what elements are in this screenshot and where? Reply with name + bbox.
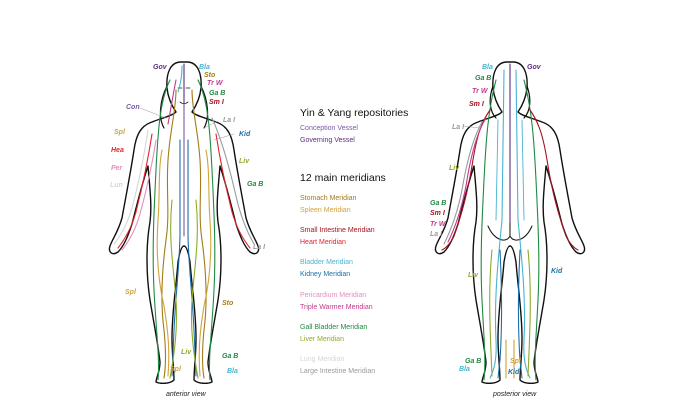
posterior-label-bla: Bla [482,64,493,71]
anterior-label-sto-2: Sto [222,300,234,307]
anterior-label-spl: Spl [114,129,125,136]
posterior-label-trw: Tr W [472,88,488,95]
anterior-large-intestine-line [211,117,255,245]
anterior-label-liv-2: Liv [181,349,192,356]
posterior-kidney-line [497,249,523,379]
legend-stomach-meridian: Stomach Meridian [300,195,357,202]
posterior-label-lai-2: La I [430,231,443,238]
anterior-label-spl-2: Spl [125,289,136,296]
anterior-label-spl-3: Spl [170,366,181,373]
legend-liver-meridian: Liver Meridian [300,336,344,343]
posterior-label-liv-2: Liv [468,272,479,279]
posterior-gallbladder-line [480,79,540,381]
anterior-label-bla-2: Bla [227,368,238,375]
posterior-liver-line [489,249,531,377]
posterior-body-outline [434,61,586,385]
anterior-label-lai: La I [223,117,236,124]
anterior-triple-warmer-line [167,79,177,125]
anterior-hair [159,85,209,129]
legend-governing-vessel: Governing Vessel [300,137,355,144]
legend-gall-bladder-meridian: Gall Bladder Meridian [300,324,368,331]
anterior-lung-line [113,129,149,245]
anterior-stomach-line [161,89,207,379]
anterior-kidney-line [171,139,197,377]
anterior-label-per: Per [111,165,123,172]
anterior-label-sto: Sto [204,72,216,79]
anterior-label-hea: Hea [111,147,124,154]
anterior-label-trw: Tr W [207,80,223,87]
legend-lung-meridian: Lung Meridian [300,356,345,363]
posterior-label-gab-3: Ga B [465,358,482,365]
anterior-label-gab: Ga B [209,90,226,97]
meridians-heading: 12 main meridians [300,172,386,184]
repositories-heading: Yin & Yang repositories [300,107,409,119]
posterior-label-gab-2: Ga B [430,200,447,207]
anterior-bladder-line [177,65,183,93]
posterior-triple-warmer-line [447,117,487,243]
anterior-gallbladder-line [152,79,216,381]
legend-small-intestine-meridian: Small Intestine Meridian [300,227,375,234]
posterior-bladder-outer-line [495,119,525,221]
legend-pericardium-meridian: Pericardium Meridian [300,292,367,299]
legend-triple-warmer-meridian: Triple Warmer Meridian [300,304,373,311]
posterior-label-gov: Gov [527,64,541,71]
anterior-pericardium-line [121,139,157,251]
posterior-label-smi: Sm I [469,101,484,108]
anterior-label-bla: Bla [199,64,210,71]
posterior-label-trw-2: Tr W [430,221,446,228]
legend-bladder-meridian: Bladder Meridian [300,259,353,266]
posterior-bladder-line [489,69,531,379]
posterior-label-liv: Liv [449,165,460,172]
anterior-heart-line [117,133,251,249]
legend-conception-vessel: Conception Vessel [300,125,358,132]
posterior-label-spl: Spl [510,358,521,365]
posterior-label-bla-2: Bla [459,366,470,373]
legend-spleen-meridian: Spleen Meridian [300,207,351,214]
anterior-label-gab-3: Ga B [222,353,239,360]
anterior-label-con: Con [126,104,140,111]
anterior-label-lai-2: La I [253,244,266,251]
posterior-label-kid: Kid [551,268,563,275]
anterior-spleen-line [156,149,212,377]
legend-large-intestine-meridian: Large Intestine Meridian [300,368,376,375]
posterior-spleen-line [505,339,515,379]
anterior-label-smi: Sm I [209,99,224,106]
anterior-label-liv: Liv [239,158,250,165]
anterior-label-lun: Lun [110,182,123,189]
posterior-label-gab: Ga B [475,75,492,82]
legend-heart-meridian: Heart Meridian [300,239,346,246]
anterior-label-gov: Gov [153,64,167,71]
legend-kidney-meridian: Kidney Meridian [300,271,351,278]
anterior-liver-line [169,199,199,379]
posterior-large-intestine-line [443,121,483,245]
posterior-view-caption: posterior view [493,391,537,398]
anterior-label-kid: Kid [239,131,251,138]
posterior-label-lai: La I [452,124,465,131]
posterior-label-kid-2: Kid [508,369,520,376]
posterior-label-smi-2: Sm I [430,210,445,217]
anterior-label-gab-2: Ga B [247,181,264,188]
anterior-view-caption: anterior view [166,391,206,398]
anterior-body-outline [108,61,260,385]
